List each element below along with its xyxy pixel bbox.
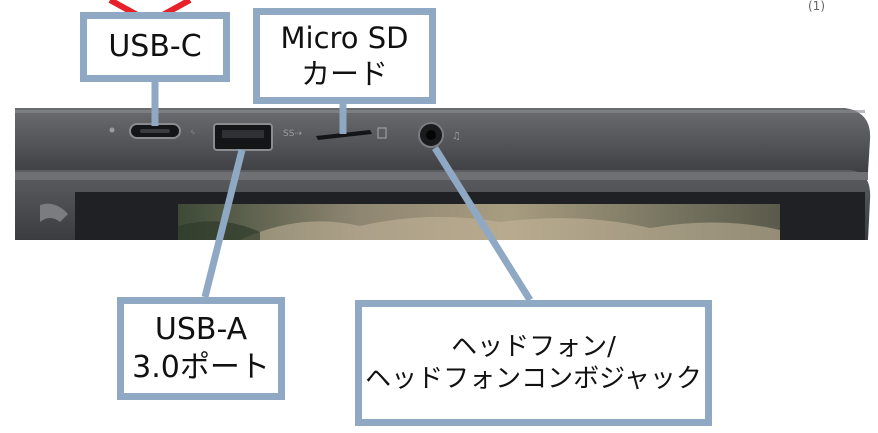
callout-usb-c: USB-C <box>80 12 230 82</box>
callout-micro-sd: Micro SD カード <box>253 8 436 104</box>
screen-terrain <box>240 216 780 240</box>
headphone-symbol: ♫ <box>452 131 461 142</box>
micro-sd-slot <box>316 130 372 140</box>
callout-usb-a-line-1: USB-A <box>154 312 248 347</box>
callout-usb-a-line-2: 3.0ポート <box>132 349 270 385</box>
callout-headphone-line-2: ヘッドフォンコンボジャック <box>365 364 702 394</box>
leader-line-usba <box>201 149 246 298</box>
leader-line-headphone <box>432 146 533 302</box>
lid-edge <box>15 172 868 180</box>
callout-headphone-line-1: ヘッドフォン/ <box>451 331 616 362</box>
usb-c-port-inner <box>140 129 170 133</box>
callout-usb-a: USB-A 3.0ポート <box>117 297 285 400</box>
corner-marker: ⁠(1) <box>808 0 825 13</box>
headphone-jack-hole <box>426 130 436 140</box>
sd-symbol <box>377 127 387 139</box>
led-indicator <box>109 127 115 133</box>
callout-micro-sd-line-1: Micro SD <box>280 20 409 55</box>
ss-usb-symbol: SS⇢ <box>283 129 302 139</box>
usb-c-port-symbol: ᛃ <box>190 128 195 138</box>
usb-a-port-tongue <box>222 130 264 138</box>
callout-usb-c-line-1: USB-C <box>108 29 202 65</box>
callout-headphone-jack: ヘッドフォン/ ヘッドフォンコンボジャック <box>355 300 712 426</box>
callout-micro-sd-line-2: カード <box>300 57 388 91</box>
laptop-base-highlight <box>15 110 865 113</box>
left-hinge <box>40 203 68 222</box>
